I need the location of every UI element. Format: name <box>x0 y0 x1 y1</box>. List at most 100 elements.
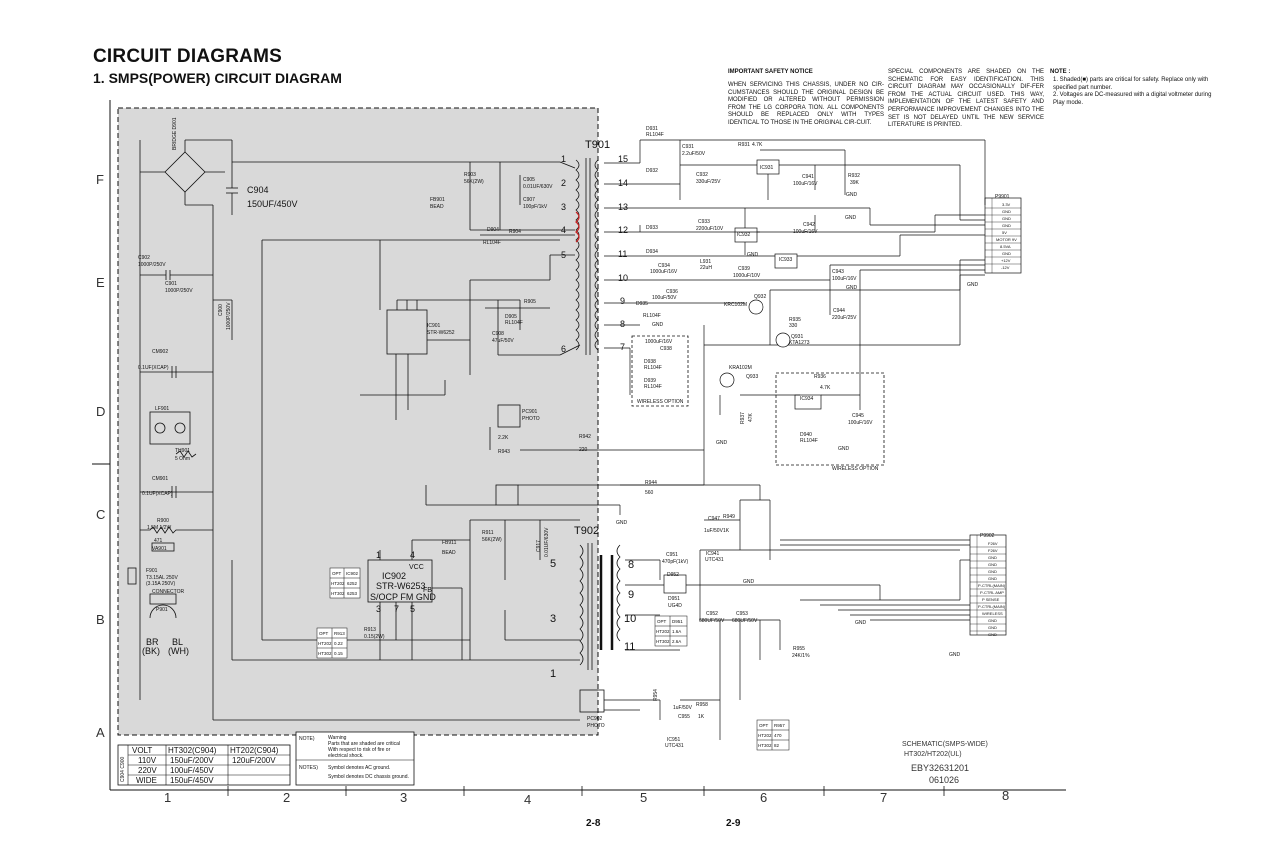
label-d932: D932 <box>646 168 658 174</box>
label-c939-val: 1000uF/10V <box>733 273 761 279</box>
label-r942-val: 220 <box>579 447 588 453</box>
t901-pin-8: 8 <box>620 319 625 329</box>
label-wireless-1: WIRELESS OPTION <box>637 399 684 405</box>
note-item-1: 1. Shaded(■) parts are critical for safe… <box>1053 77 1209 91</box>
label-volt_table-rows-0-0: 110V <box>138 756 157 765</box>
wireless-option-box-1 <box>631 335 689 407</box>
safety-notice-body-2: SPECIAL COMPONENTS ARE SHADED ON THE SCH… <box>888 69 1044 129</box>
label-components-p9902_rows-2: GND <box>988 555 997 560</box>
t902-pin-9: 9 <box>628 589 634 601</box>
label-c938-val: 1000uF/16V <box>645 339 673 345</box>
label-d904-val: RL104F <box>483 240 501 246</box>
label-ic941-val: UTC431 <box>705 557 724 563</box>
label-pc901-part: PHOTO <box>522 416 540 422</box>
page-number-right: 2-9 <box>726 818 741 829</box>
label-r944: R944 <box>645 480 657 486</box>
label-components-p9902_rows-8: P SENSE <box>982 597 1000 602</box>
label-components-opt_table3-rows-1-1: 2.6A <box>672 639 681 644</box>
label-lf901: LF901 <box>155 406 169 412</box>
label-c936: C936 <box>666 289 678 295</box>
label-components-p9902_rows-9: P-CTRL(MAIN) <box>978 604 1006 609</box>
label-bridge: BRIDGE D901 <box>172 117 178 150</box>
label-fb901: FB901 <box>430 197 445 203</box>
label-r932-val: 39K <box>850 180 860 186</box>
t901-pin-2: 2 <box>561 178 566 188</box>
label-volt_table-rows-1-1: 100uF/450V <box>170 766 214 775</box>
label-c942-val: 100uF/16V <box>793 229 818 235</box>
label-components-p9902_rows-10: WIRELESS <box>982 611 1003 616</box>
t902-pin-5: 5 <box>550 558 556 570</box>
label-components-p9902_rows-7: P-CTRL AMP <box>980 590 1004 595</box>
label-r944-val: 560 <box>645 490 654 496</box>
opt-table-r913: OPT R913 HT202 0.22 HT302 0.15 <box>316 627 348 659</box>
label-volt_table-rows-0-1: 150uF/200V <box>170 756 214 765</box>
grid-col-1: 1 <box>164 790 171 805</box>
t902-pin-8: 8 <box>628 559 634 571</box>
label-components-p9901_rows-6: 8.5VA <box>1000 244 1011 249</box>
label-ic951: IC951 <box>667 737 681 743</box>
label-c943-val: 100uF/16V <box>832 276 857 282</box>
label-components-p9901_rows-8: +12V <box>1001 258 1011 263</box>
label-ic902-vcc: VCC <box>409 564 424 571</box>
label-q931-val: KTA1273 <box>789 340 810 346</box>
label-va901: VA901 <box>152 546 167 552</box>
label-ic902-p7: 7 <box>394 604 399 614</box>
t901-pin-14: 14 <box>618 178 628 188</box>
label-d951: D951 <box>668 596 680 602</box>
label-c933: C933 <box>698 219 710 225</box>
label-notes_box-note1_label: NOTE) <box>299 736 315 742</box>
note-item-2: 2. Voltages are DC-measured with a digit… <box>1053 92 1212 106</box>
opt-table-r957: OPT R957 HT202 470 HT302 82 <box>756 719 790 751</box>
label-c945: C945 <box>852 413 864 419</box>
label-pc901: PC901 <box>522 409 538 415</box>
label-c902: C902 <box>138 255 150 261</box>
label-krc102m: KRC102M <box>724 302 747 308</box>
label-kra102m: KRA102M <box>729 365 752 371</box>
label-ic901-part: STR-W6252 <box>427 330 455 336</box>
label-r935: R935 <box>789 317 801 323</box>
grid-col-3: 3 <box>400 790 407 805</box>
label-d940-val: RL104F <box>800 438 818 444</box>
label-ic902-p3: 3 <box>376 604 381 614</box>
t901-pin-15: 15 <box>618 154 628 164</box>
label-components-opt_table4-headers-1: R957 <box>774 723 785 728</box>
label-l931: L931 <box>700 259 711 265</box>
label-components-opt_table2-rows-1-1: 0.15 <box>334 651 343 656</box>
label-components-p9902_rows-3: GND <box>988 562 997 567</box>
grid-row-d: D <box>96 404 105 419</box>
label-d938-val: RL104F <box>644 365 662 371</box>
label-ic901: IC901 <box>427 323 441 329</box>
label-c904-val: 150UF/450V <box>247 199 298 209</box>
label-c942: C942 <box>803 222 815 228</box>
label-r937: R937 <box>740 412 746 424</box>
label-d935-val: RL104F <box>643 313 661 319</box>
label-components-p9901_rows-1: GND <box>1002 209 1011 214</box>
label-ic951-val: UTC431 <box>665 743 684 749</box>
label-r900-val: 1.5M 1/2W <box>147 525 171 531</box>
label-gnd-4: GND <box>747 252 759 258</box>
label-c934: C934 <box>658 263 670 269</box>
label-d952: D952 <box>667 572 679 578</box>
label-c944: C944 <box>833 308 845 314</box>
label-gnd-6: GND <box>652 322 664 328</box>
label-c944-val: 220uF/25V <box>832 315 857 321</box>
page-number-left: 2-8 <box>586 818 601 829</box>
label-cm902-val: 0.1UF(XCAP) <box>138 365 169 371</box>
label-r955-val: 24K/1% <box>792 653 810 659</box>
label-volt_table-headers-1: HT302(C904) <box>168 746 217 755</box>
grid-col-7: 7 <box>880 790 887 805</box>
safety-notice-title: IMPORTANT SAFETY NOTICE <box>728 69 813 75</box>
footer-schematic: SCHEMATIC(SMPS-WIDE) <box>902 741 988 748</box>
label-components-opt_table2-headers-0: OPT <box>319 631 329 636</box>
label-pc902-part: PHOTO <box>587 723 605 729</box>
label-gnd-8: GND <box>716 440 728 446</box>
footer-part-no: EBY32631201 <box>911 763 969 773</box>
label-r955: R955 <box>793 646 805 652</box>
label-components-opt_table1-rows-1-0: HT302 <box>331 591 345 596</box>
label-components-opt_table3-rows-0-0: HT202 <box>656 629 670 634</box>
label-f901-val1: T3.15AL 250V <box>146 575 178 581</box>
label-d938: D938 <box>644 359 656 365</box>
label-ic902-part: STR-W6253 <box>376 581 426 591</box>
label-th901: TH901 <box>175 448 190 454</box>
grid-col-8: 8 <box>1002 788 1009 803</box>
